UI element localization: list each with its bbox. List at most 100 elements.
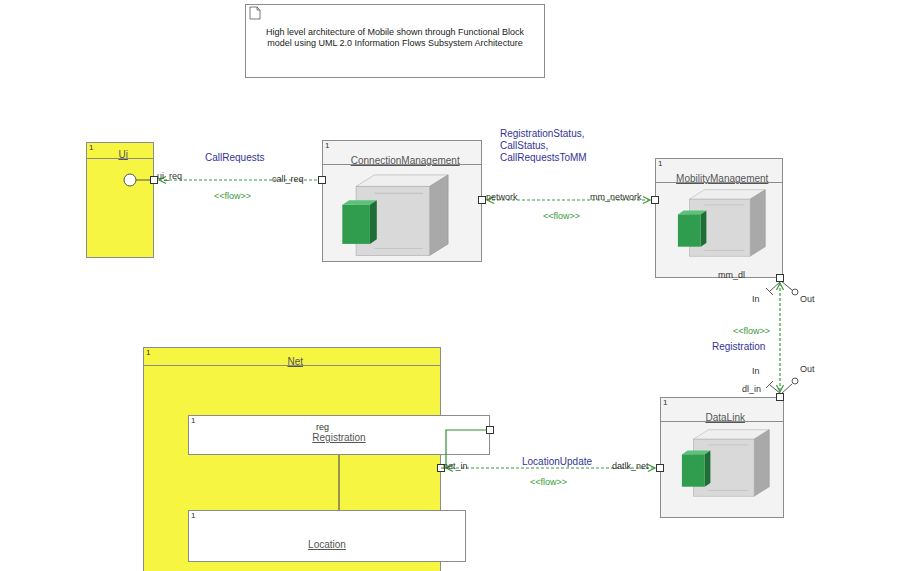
multiplicity: 1 <box>189 416 489 425</box>
arrow-head <box>643 197 650 204</box>
port-square <box>657 465 664 472</box>
port-label: ui_req <box>157 171 182 181</box>
block-box: 1ConnectionManagement <box>322 140 482 262</box>
ui-port-symbol <box>124 174 151 186</box>
compartment-header: 1DataLink <box>661 398 783 422</box>
required-interface-bar <box>766 381 773 388</box>
label-wrap: call_req <box>272 168 304 186</box>
title-wrap: Registration <box>189 425 489 447</box>
interface-lollipop <box>124 174 136 186</box>
block-icon <box>678 190 765 257</box>
label-wrap: reg <box>316 416 329 434</box>
edge-label-wrap: RegistrationStatus, CallStatus, CallRequ… <box>500 128 618 165</box>
title-wrap: Net <box>150 348 440 369</box>
label-wrap: In <box>752 360 760 378</box>
subsystem-box: 1Net1Registration1Location <box>143 347 441 571</box>
part-title: Registration <box>312 432 365 444</box>
note-text-wrap: High level architecture of Mobile shown … <box>246 5 544 54</box>
title-wrap: ConnectionManagement <box>329 141 481 168</box>
port-label: mm_network <box>590 192 642 202</box>
edge-label-wrap: LocationUpdate <box>522 451 592 469</box>
multiplicity: 1 <box>661 398 667 407</box>
multiplicity: 1 <box>144 348 150 357</box>
part-box: 1Location <box>188 510 466 562</box>
block-title: ConnectionManagement <box>351 155 460 167</box>
compartment-header: 1Ui <box>87 143 153 159</box>
label-wrap: net_in <box>443 455 468 473</box>
label-wrap: dl_in <box>742 378 761 396</box>
arrow-head <box>777 283 784 290</box>
port-wire <box>136 180 151 181</box>
block-icon <box>682 430 769 497</box>
port-label: call_req <box>272 174 304 184</box>
multiplicity: 1 <box>323 141 329 150</box>
block-box: 1MobilityManagement <box>655 158 783 278</box>
connector-line <box>779 278 780 397</box>
port-square <box>652 197 659 204</box>
port-square <box>319 177 326 184</box>
arrow-head <box>777 385 784 392</box>
port-label: mm_dl <box>718 270 745 280</box>
port-label: network <box>486 192 518 202</box>
compartment-header: 1MobilityManagement <box>656 159 782 183</box>
label-wrap: <<flow>> <box>733 320 770 338</box>
port-label: dl_in <box>742 384 761 394</box>
subsystem-box: 1Ui <box>86 142 154 258</box>
part-box: 1Registration <box>188 415 490 455</box>
port-label: Out <box>800 294 815 304</box>
label-wrap: datlk_net <box>612 455 649 473</box>
note-text: High level architecture of Mobile shown … <box>254 27 536 49</box>
port-label: In <box>752 366 760 376</box>
provided-interface-line <box>781 384 792 394</box>
flow-label: RegistrationStatus, CallStatus, CallRequ… <box>500 128 618 164</box>
label-wrap: mm_network <box>590 186 642 204</box>
flow-connector <box>339 455 340 510</box>
label-wrap: mm_dl <box>718 264 745 282</box>
block-title: Net <box>287 356 303 368</box>
flow-label: CallRequests <box>205 152 264 164</box>
edge-label-wrap: CallRequests <box>205 147 264 165</box>
note-box: High level architecture of Mobile shown … <box>245 4 545 78</box>
note-icon-fold <box>257 7 260 10</box>
label-wrap: network <box>486 186 518 204</box>
stereotype-label: <<flow>> <box>733 326 770 336</box>
label-wrap: In <box>752 288 760 306</box>
required-interface-line <box>770 385 781 394</box>
block-box: 1DataLink <box>660 397 784 518</box>
dl-in-interfaces <box>766 378 798 394</box>
port-square <box>151 177 158 184</box>
label-wrap: <<flow>> <box>214 185 251 203</box>
compartment-header: 1ConnectionManagement <box>323 141 481 165</box>
port-label: reg <box>316 422 329 432</box>
note-icon-page <box>250 7 260 19</box>
multiplicity: 1 <box>656 159 662 168</box>
label-wrap: Out <box>800 288 815 306</box>
port-label: In <box>752 294 760 304</box>
stereotype-label: <<flow>> <box>530 477 567 487</box>
title-wrap: DataLink <box>667 398 783 425</box>
port-square <box>777 394 784 401</box>
title-wrap: Ui <box>93 143 153 162</box>
block-title: DataLink <box>705 412 744 424</box>
port-square <box>487 427 494 434</box>
provided-interface-line <box>781 281 792 290</box>
required-interface-line <box>770 281 781 291</box>
port-label: datlk_net <box>612 461 649 471</box>
compartment-header: 1Net <box>144 348 440 366</box>
edge-label-wrap: Registration <box>712 336 765 354</box>
provided-interface-lollipop <box>792 289 798 295</box>
label-wrap: Out <box>800 358 815 376</box>
title-wrap: Location <box>189 520 465 554</box>
block-title: Ui <box>119 149 128 161</box>
port-label: Out <box>800 364 815 374</box>
title-wrap: MobilityManagement <box>662 159 782 186</box>
port-square <box>777 275 784 282</box>
stereotype-label: <<flow>> <box>543 211 580 221</box>
label-wrap: <<flow>> <box>530 471 567 489</box>
stereotype-label: <<flow>> <box>214 191 251 201</box>
multiplicity: 1 <box>189 511 465 520</box>
port-label: net_in <box>443 461 468 471</box>
